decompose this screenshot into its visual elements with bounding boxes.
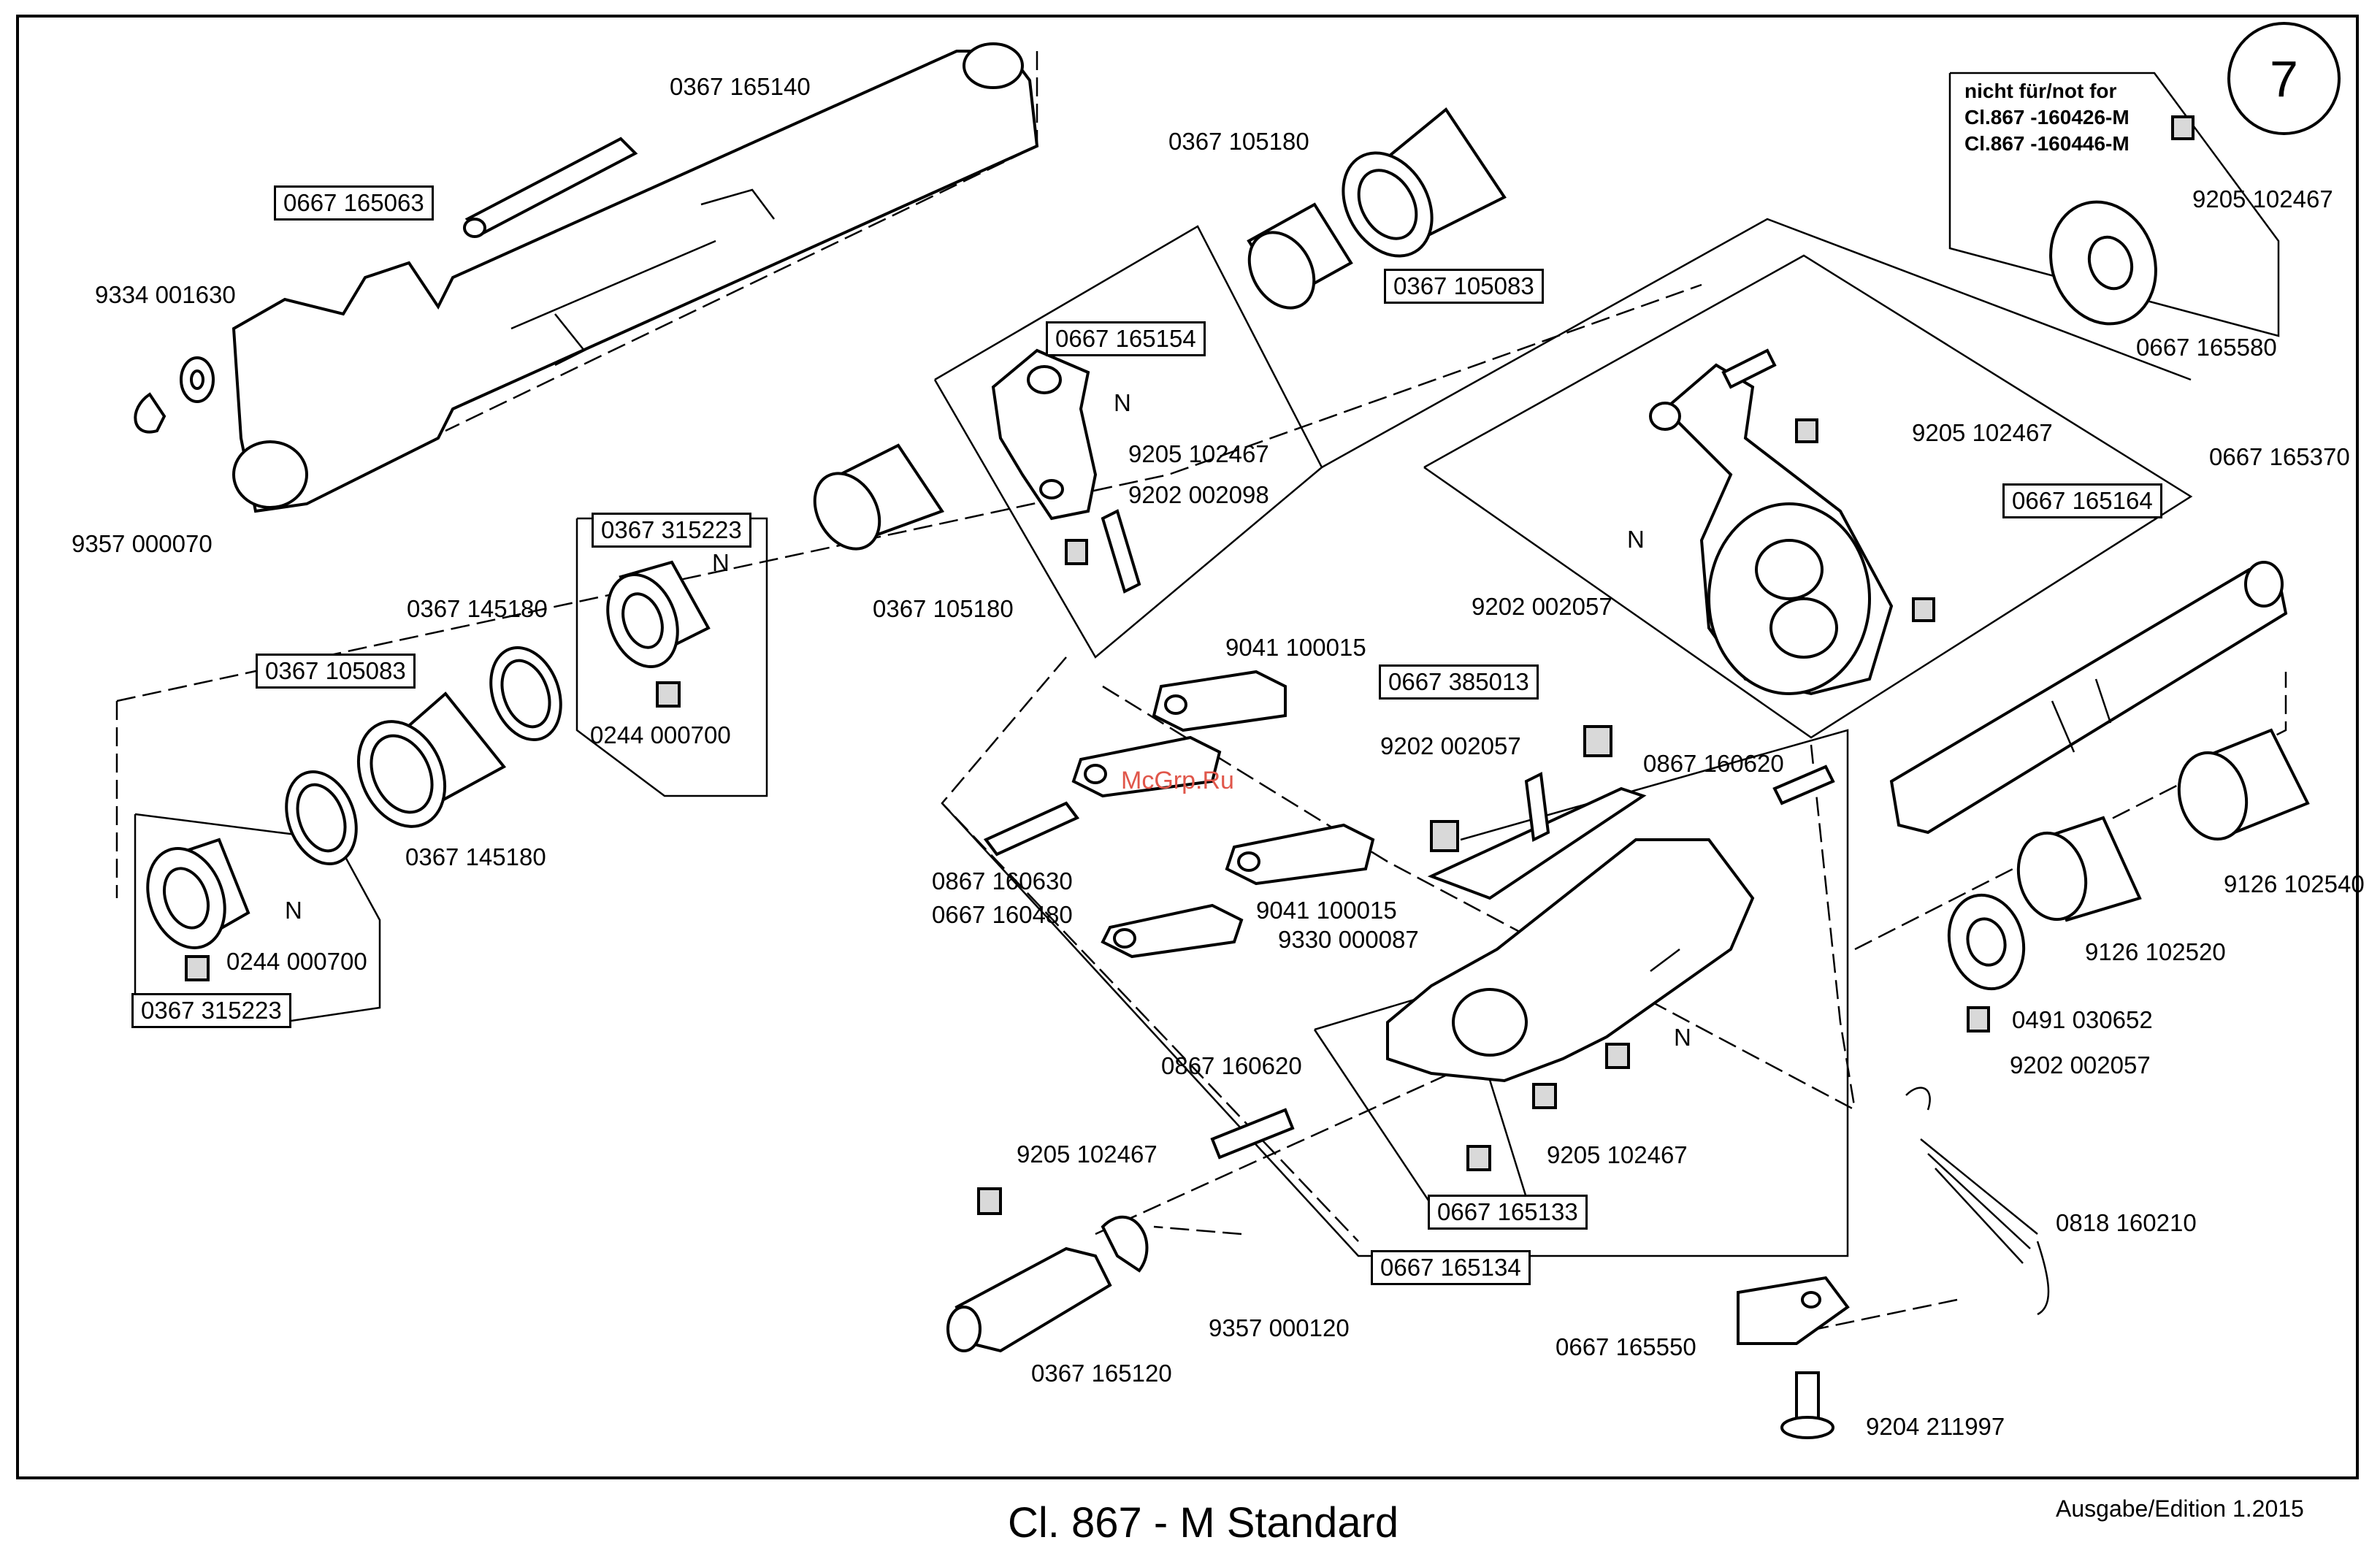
part-label-boxed: 0667 165134	[1371, 1250, 1531, 1285]
exclusion-note-line-1: nicht für/not for	[1964, 80, 2117, 102]
part-label: 9202 002057	[1472, 593, 1612, 620]
part-label: 9205 102467	[1017, 1141, 1158, 1168]
part-label-boxed: 0367 315223	[592, 513, 751, 548]
bushing-0367-105180-mid	[813, 443, 945, 551]
collar-0667-165580	[2049, 115, 2195, 326]
part-label: 0367 105180	[1168, 128, 1309, 155]
drawing-frame	[16, 15, 2359, 1479]
part-label: N	[712, 549, 730, 576]
link-pins-center	[983, 670, 1835, 1160]
exclusion-note-line-2: Cl.867 -160426-M	[1964, 106, 2130, 129]
bracket-0667-165550	[1737, 1276, 1850, 1439]
part-label: 0244 000700	[590, 721, 731, 748]
part-label: 9205 102467	[1547, 1141, 1688, 1168]
spring-0818-160210	[1905, 1087, 2050, 1316]
edition-label: Ausgabe/Edition 1.2015	[2056, 1495, 2304, 1522]
part-label: 0867 160620	[1161, 1052, 1302, 1079]
crank-lever-0667-165154	[991, 348, 1141, 594]
part-label: 9202 002057	[1380, 732, 1521, 759]
pin-0367-165140	[463, 137, 638, 238]
part-label-boxed: 0367 105083	[1384, 269, 1544, 304]
part-label: 0244 000700	[226, 948, 367, 975]
exclusion-note-line-3: Cl.867 -160446-M	[1964, 132, 2130, 155]
part-label: 0667 165580	[2136, 334, 2277, 361]
part-label-boxed: 0367 105083	[256, 654, 416, 689]
eccentric-cam-0667-165164	[1649, 348, 1935, 696]
part-label-boxed: 0667 165154	[1046, 321, 1206, 356]
part-label: 0491 030652	[2012, 1006, 2153, 1033]
page-number: 7	[2227, 22, 2341, 135]
part-label-boxed: 0667 165063	[274, 185, 434, 221]
collar-0491-030652	[1947, 893, 2026, 1032]
part-label: 0367 165140	[670, 73, 811, 100]
part-label: 9202 002057	[2010, 1051, 2151, 1078]
part-label: 0667 160480	[932, 901, 1073, 928]
page-title: Cl. 867 - M Standard	[1008, 1499, 1399, 1547]
part-label: 0367 145180	[407, 595, 548, 622]
part-label: 9041 100015	[1225, 634, 1366, 661]
washer-0367-145180-mid	[489, 646, 562, 741]
washer-and-clip-left	[134, 356, 215, 434]
part-label: N	[1114, 389, 1131, 416]
part-label: 9202 002098	[1128, 481, 1269, 508]
part-label: 0818 160210	[2056, 1209, 2197, 1236]
part-label-boxed: 0367 315223	[131, 993, 291, 1028]
part-label-boxed: 0667 165164	[2002, 483, 2162, 518]
part-label: 0367 165120	[1031, 1360, 1172, 1387]
part-label: 0367 145180	[405, 843, 546, 870]
sleeve-9126-102520	[2016, 816, 2142, 922]
part-label: 0867 160630	[932, 867, 1073, 894]
part-label: N	[285, 897, 302, 924]
washer-0367-145180-low	[285, 770, 358, 865]
part-label: N	[1674, 1024, 1691, 1051]
part-label-boxed: 0667 385013	[1379, 664, 1539, 700]
plate-0667-385013	[1427, 725, 1647, 900]
part-label: 9357 000120	[1209, 1314, 1350, 1341]
part-label: 9205 102467	[1912, 419, 2053, 446]
part-label: 0367 105180	[873, 595, 1014, 622]
collar-0367-315223-mid	[606, 560, 711, 708]
main-housing	[232, 42, 1039, 513]
shaft-0367-165120	[946, 1187, 1149, 1353]
part-label: 0667 165370	[2209, 443, 2350, 470]
bushing-0367-105180-top	[1247, 202, 1353, 310]
part-label: 9205 102467	[1128, 440, 1269, 467]
block-0667-165133	[1386, 838, 1755, 1171]
watermark: McGrp.Ru	[1121, 767, 1234, 794]
part-label: 0867 160620	[1643, 750, 1784, 777]
part-label: 0667 165550	[1556, 1333, 1696, 1360]
collar-0367-315223-low	[146, 838, 250, 981]
part-label: 9126 102540	[2224, 870, 2365, 897]
part-label-boxed: 0667 165133	[1428, 1195, 1588, 1230]
sleeve-0367-105083-top	[1342, 107, 1507, 258]
part-label: N	[1627, 526, 1645, 553]
part-label: 9204 211997	[1866, 1413, 2005, 1440]
part-label: 9330 000087	[1278, 926, 1419, 953]
part-label: 9205 102467	[2192, 185, 2333, 212]
part-label: 9357 000070	[72, 530, 213, 557]
part-label: 9126 102520	[2085, 938, 2226, 965]
part-label: 9334 001630	[95, 281, 236, 308]
shaft-0667-165370	[1889, 561, 2288, 835]
sleeve-9126-102540	[2177, 728, 2310, 841]
sleeve-0367-105083-mid	[356, 691, 507, 828]
part-label: 9041 100015	[1256, 897, 1397, 924]
